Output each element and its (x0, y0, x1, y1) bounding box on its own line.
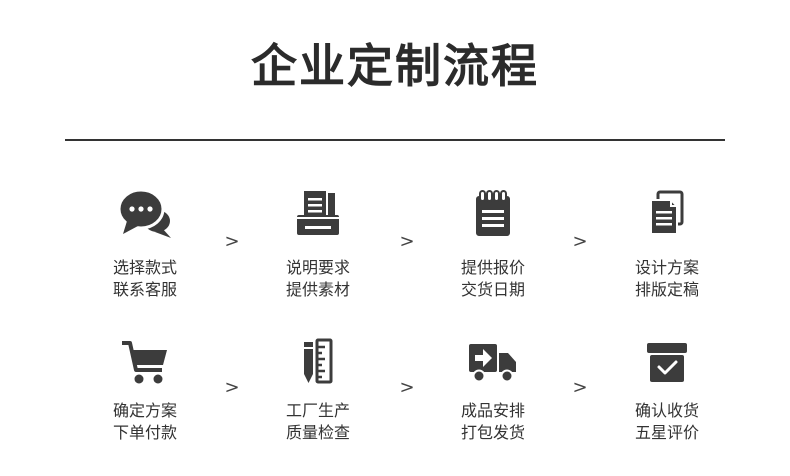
delivery-truck-icon (465, 336, 521, 388)
step-line-2: 下单付款 (112, 423, 177, 442)
step-label: 确认收货 五星评价 (602, 400, 732, 444)
step-line-2: 五星评价 (634, 423, 699, 442)
step-line-1: 提供报价 (460, 258, 525, 277)
step-label: 选择款式 联系客服 (80, 257, 210, 301)
step-separator: > (399, 377, 415, 398)
step-separator: > (572, 231, 588, 252)
documents-icon (639, 188, 695, 240)
step-line-2: 质量检查 (285, 423, 350, 442)
step-separator: > (224, 377, 240, 398)
step-separator: > (572, 377, 588, 398)
ruler-pencil-icon (290, 336, 346, 388)
step-line-2: 打包发货 (460, 423, 525, 442)
step-line-1: 成品安排 (460, 401, 525, 420)
step-line-2: 交货日期 (460, 280, 525, 299)
step-label: 成品安排 打包发货 (428, 400, 558, 444)
step-line-1: 选择款式 (112, 258, 177, 277)
step-label: 确定方案 下单付款 (80, 400, 210, 444)
check-box-icon (639, 336, 695, 388)
step-line-1: 设计方案 (634, 258, 699, 277)
step-label: 工厂生产 质量检查 (253, 400, 383, 444)
step-separator: > (224, 231, 240, 252)
title-divider (65, 139, 725, 141)
notepad-icon (465, 188, 521, 240)
step-separator: > (399, 231, 415, 252)
step-line-1: 确定方案 (112, 401, 177, 420)
document-tray-icon (290, 188, 346, 240)
chat-bubbles-icon (117, 188, 173, 240)
step-line-2: 联系客服 (112, 280, 177, 299)
step-label: 设计方案 排版定稿 (602, 257, 732, 301)
step-line-2: 排版定稿 (634, 280, 699, 299)
shopping-cart-icon (117, 336, 173, 388)
step-label: 说明要求 提供素材 (253, 257, 383, 301)
step-line-1: 说明要求 (285, 258, 350, 277)
step-line-1: 工厂生产 (285, 401, 350, 420)
step-line-1: 确认收货 (634, 401, 699, 420)
page-title: 企业定制流程 (251, 39, 539, 93)
step-line-2: 提供素材 (285, 280, 350, 299)
step-label: 提供报价 交货日期 (428, 257, 558, 301)
